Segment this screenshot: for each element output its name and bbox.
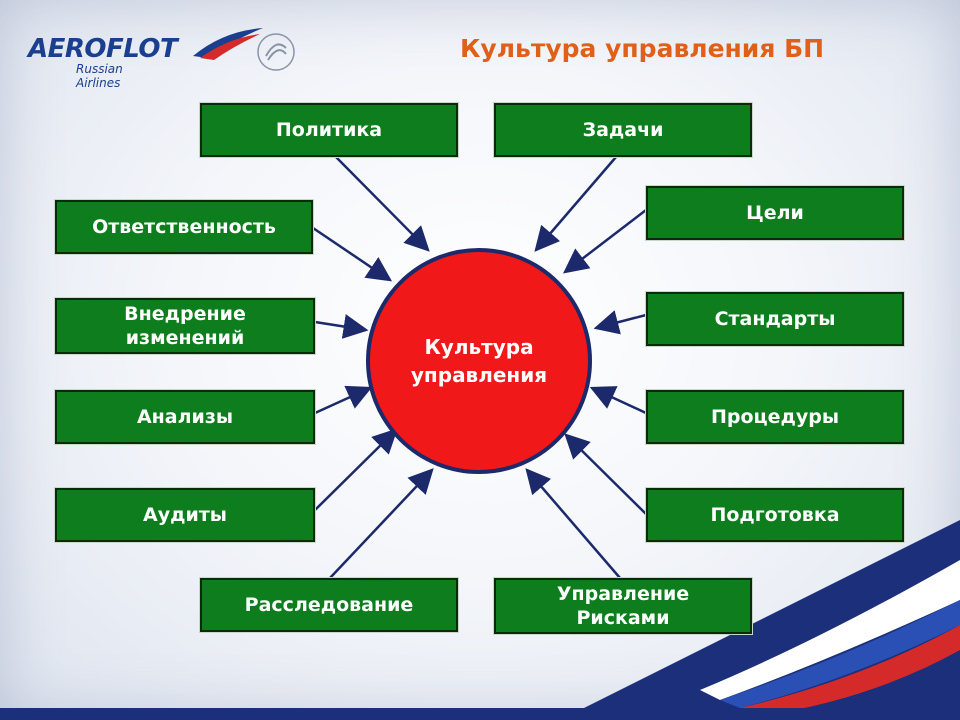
box-label-line-1: Внедрение <box>124 302 246 326</box>
center-line-2: управления <box>411 361 547 389</box>
center-circle: Культура управления <box>366 248 592 474</box>
box-analizy: Анализы <box>55 390 315 444</box>
box-protsedury: Процедуры <box>646 390 904 444</box>
arrow-podgotovka <box>566 435 646 514</box>
box-label: Задачи <box>583 118 664 142</box>
box-podgotovka: Подготовка <box>646 488 904 542</box>
box-zadachi: Задачи <box>494 103 752 157</box>
box-politika: Политика <box>200 103 458 157</box>
box-label-line-1: Управление <box>557 582 689 606</box>
arrow-standarty <box>596 315 646 328</box>
box-label-line-2: изменений <box>124 326 246 350</box>
box-label: Аудиты <box>143 503 227 527</box>
arrow-audity <box>315 430 396 510</box>
box-rassledovanie: Расследование <box>200 578 458 632</box>
arrow-protsedury <box>592 388 646 413</box>
arrow-vnedrenie <box>315 322 366 330</box>
box-label: Цели <box>746 201 804 225</box>
box-audity: Аудиты <box>55 488 315 542</box>
box-label: Процедуры <box>711 405 839 429</box>
box-upravlenie-riskami: Управление Рисками <box>494 578 752 634</box>
box-vnedrenie: Внедрение изменений <box>55 298 315 354</box>
arrow-zadachi <box>536 157 616 250</box>
box-otvetstvennost: Ответственность <box>55 200 313 254</box>
arrow-rassledovanie <box>330 470 432 578</box>
box-tseli: Цели <box>646 186 904 240</box>
box-label: Подготовка <box>710 503 839 527</box>
arrow-upravlenie <box>527 470 620 578</box>
arrow-politika <box>336 157 428 250</box>
box-label: Расследование <box>245 593 414 617</box>
arrow-otvetstvennost <box>313 228 390 280</box>
box-standarty: Стандарты <box>646 292 904 346</box>
box-label-line-2: Рисками <box>557 606 689 630</box>
arrow-analizy <box>315 388 370 413</box>
box-label: Анализы <box>137 405 233 429</box>
box-label: Стандарты <box>715 307 836 331</box>
box-label: Политика <box>276 118 382 142</box>
center-line-1: Культура <box>411 333 547 361</box>
arrow-tseli <box>565 210 646 272</box>
box-label: Ответственность <box>92 215 276 239</box>
